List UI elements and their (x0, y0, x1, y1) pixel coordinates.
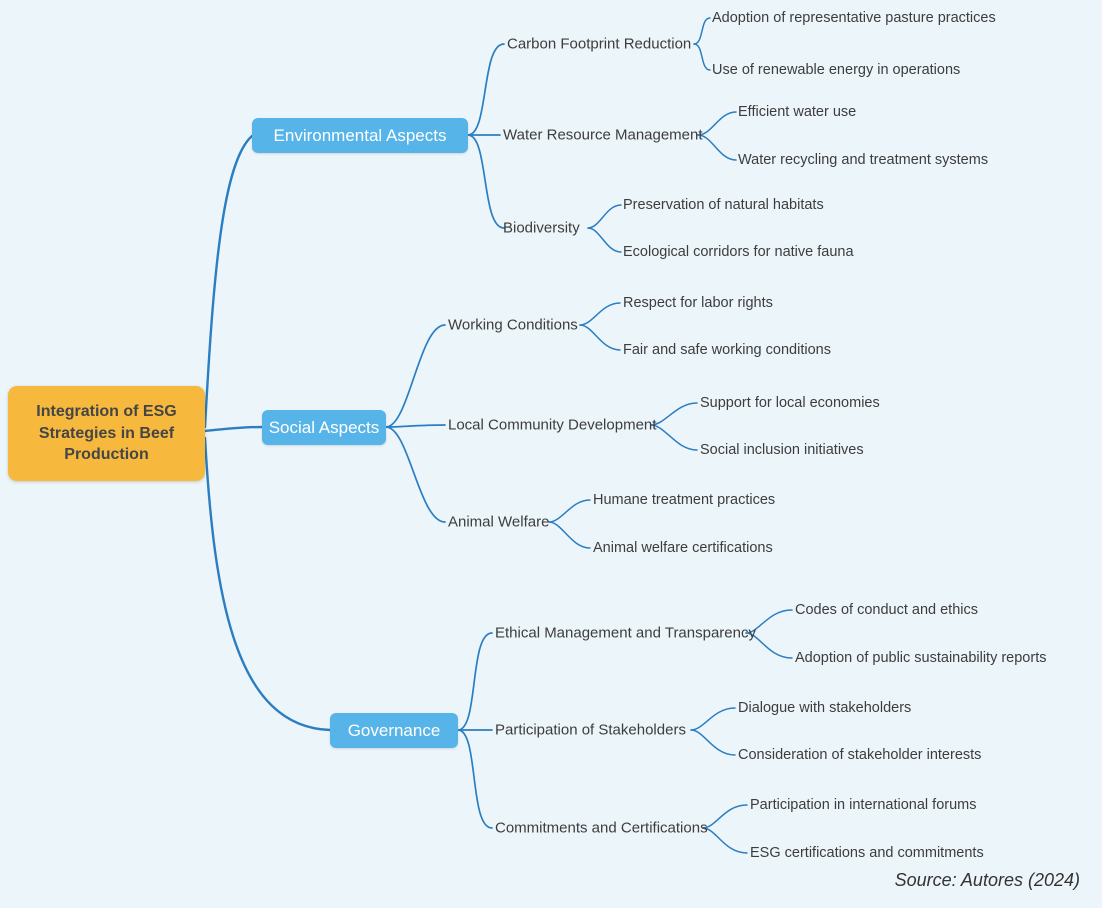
branch-node-environmental-aspects: Environmental Aspects (252, 118, 468, 153)
topic-water-resource-management: Water Resource Management (503, 126, 703, 144)
leaf-stakeholder-interests: Consideration of stakeholder interests (738, 747, 982, 763)
leaf-water-recycling: Water recycling and treatment systems (738, 152, 989, 168)
leaf-codes-of-conduct: Codes of conduct and ethics (795, 602, 978, 618)
leaf-fair-safe-conditions: Fair and safe working conditions (623, 342, 831, 358)
topic-carbon-footprint-reduction: Carbon Footprint Reduction (507, 35, 692, 53)
topic-ethical-management-transparency: Ethical Management and Transparency (495, 624, 756, 642)
leaf-renewable-energy: Use of renewable energy in operations (712, 62, 961, 78)
leaf-efficient-water-use: Efficient water use (738, 104, 857, 120)
leaf-welfare-certifications: Animal welfare certifications (593, 540, 773, 556)
leaf-sustainability-reports: Adoption of public sustainability report… (795, 650, 1047, 666)
topic-animal-welfare: Animal Welfare (448, 513, 550, 531)
leaf-esg-certifications: ESG certifications and commitments (750, 845, 984, 861)
leaf-ecological-corridors: Ecological corridors for native fauna (623, 244, 854, 260)
topic-working-conditions: Working Conditions (448, 316, 578, 334)
leaf-social-inclusion: Social inclusion initiatives (700, 442, 864, 458)
topic-commitments-and-certifications: Commitments and Certifications (495, 819, 708, 837)
leaf-international-forums: Participation in international forums (750, 797, 977, 813)
topic-local-community-development: Local Community Development (448, 416, 657, 434)
branch-node-governance: Governance (330, 713, 458, 748)
leaf-labor-rights: Respect for labor rights (623, 295, 773, 311)
topic-participation-of-stakeholders: Participation of Stakeholders (495, 721, 686, 739)
source-caption: Source: Autores (2024) (894, 870, 1080, 890)
topic-biodiversity: Biodiversity (503, 219, 580, 237)
root-node: Integration of ESG Strategies in Beef Pr… (8, 386, 205, 481)
branch-node-social-aspects: Social Aspects (262, 410, 386, 445)
leaf-natural-habitats: Preservation of natural habitats (623, 197, 824, 213)
leaf-adoption-pasture-practices: Adoption of representative pasture pract… (712, 10, 996, 26)
leaf-local-economies: Support for local economies (700, 395, 880, 411)
leaf-humane-treatment: Humane treatment practices (593, 492, 776, 508)
leaf-dialogue-stakeholders: Dialogue with stakeholders (738, 700, 912, 716)
